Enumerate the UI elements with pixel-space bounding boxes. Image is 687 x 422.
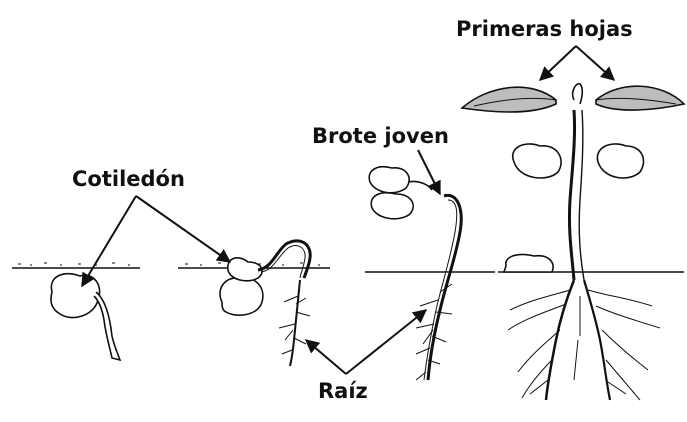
primeras-hojas-callout: Primeras hojas [456,17,633,80]
seedling-stage-4 [462,84,684,400]
seed-stage-2 [220,241,310,366]
young-shoot-stage-3 [369,167,461,380]
label-brote-joven: Brote joven [312,124,449,148]
label-primeras-hojas: Primeras hojas [456,17,633,41]
label-raiz: Raíz [318,379,368,403]
right-leaf-icon [596,86,684,110]
raiz-callout: Raíz [306,310,426,403]
label-cotiledon: Cotiledón [72,167,185,191]
seed-stage-1 [51,274,120,360]
